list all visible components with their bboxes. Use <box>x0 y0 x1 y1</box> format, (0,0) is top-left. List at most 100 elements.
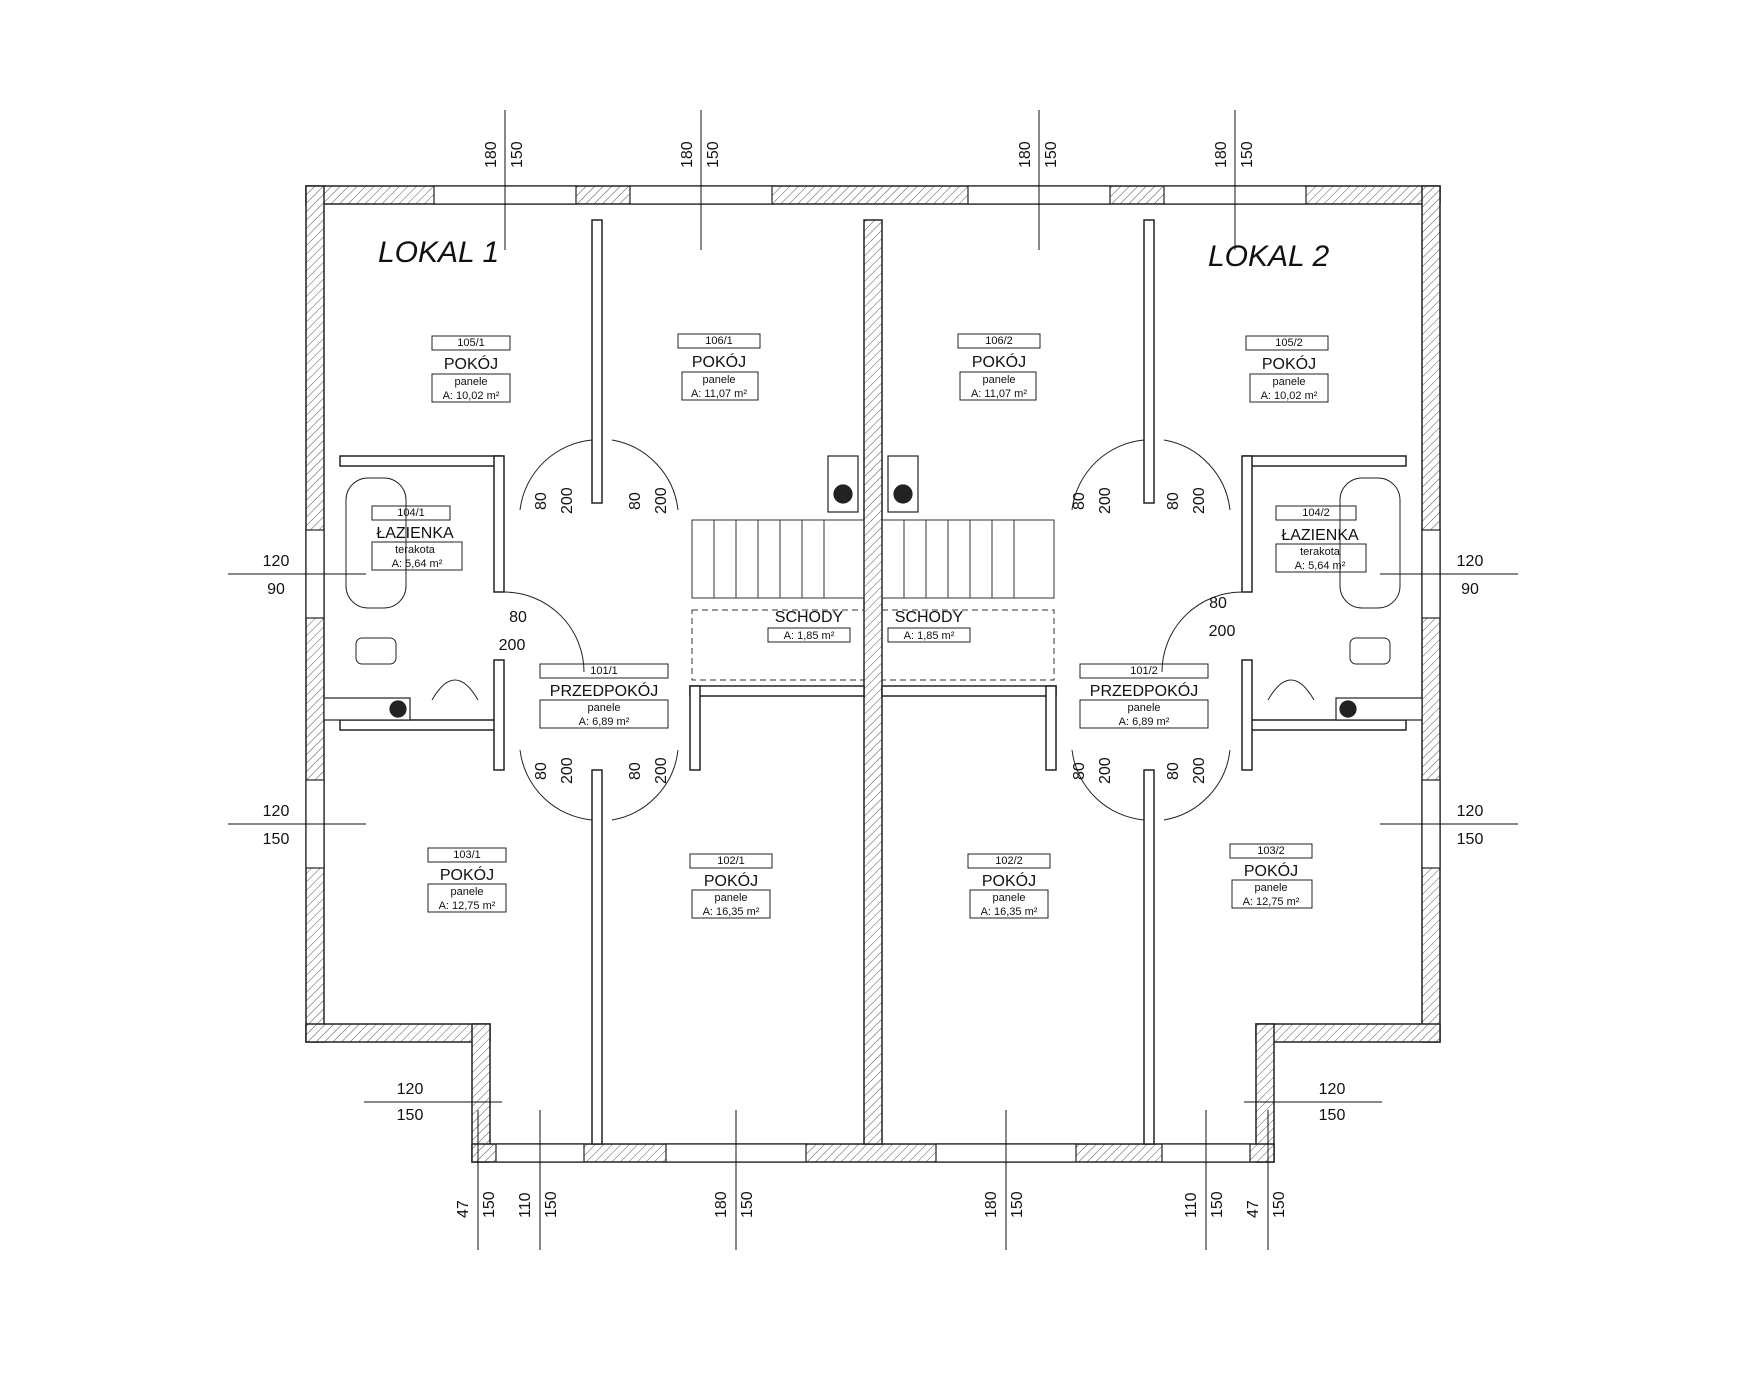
bottom-window-6-width: 47 <box>1245 1200 1262 1218</box>
top-window-dims: 180 150 180 150 180 150 180 150 <box>483 141 1256 168</box>
room-label-boxes <box>371 333 1367 919</box>
side-window-dims: 120 90 120 150 120 90 120 150 <box>263 553 1484 848</box>
room-103-1: 103/1 POKÓJ panele A: 12,75 m² <box>439 849 496 912</box>
bathroom-door-dims: 80 200 80 200 <box>499 595 1236 654</box>
room-name: POKÓJ <box>1262 354 1316 373</box>
room-area: A: 5,64 m² <box>392 558 443 570</box>
room-finish: terakota <box>1300 546 1341 558</box>
room-106-1: 106/1 POKÓJ panele A: 11,07 m² <box>691 335 747 400</box>
bottom-window-1-width: 47 <box>455 1200 472 1218</box>
room-area: A: 5,64 m² <box>1295 560 1346 572</box>
bottom-window-dims: 47 150 110 150 180 150 180 150 110 150 4… <box>455 1191 1288 1218</box>
stairs-area: A: 1,85 m² <box>784 630 835 642</box>
door-dims: 80 200 80 200 80 200 80 200 80 200 80 20… <box>533 487 1208 784</box>
room-finish: panele <box>1272 376 1305 388</box>
room-code: 105/1 <box>457 337 485 349</box>
side-window-2-height: 150 <box>263 831 290 848</box>
room-name: POKÓJ <box>972 352 1026 371</box>
room-area: A: 11,07 m² <box>691 388 747 400</box>
bottom-window-2-width: 110 <box>517 1192 534 1218</box>
room-finish: panele <box>450 886 483 898</box>
room-code: 103/2 <box>1257 845 1285 857</box>
door-10-width: 80 <box>1209 595 1227 612</box>
room-area: A: 12,75 m² <box>1243 896 1300 908</box>
room-area: A: 16,35 m² <box>981 906 1038 918</box>
door-2-height: 200 <box>653 487 670 514</box>
top-window-2-height: 150 <box>705 141 722 168</box>
stairs-2-label: SCHODY A: 1,85 m² <box>895 609 964 642</box>
room-finish: terakota <box>395 544 436 556</box>
bottom-window-3-height: 150 <box>739 1191 756 1218</box>
door-1-height: 200 <box>559 487 576 514</box>
door-4-width: 80 <box>1165 492 1182 510</box>
dimension-lines <box>228 110 1518 1250</box>
lokal-2-title: LOKAL 2 <box>1208 240 1330 273</box>
room-name: POKÓJ <box>982 871 1036 890</box>
bottom-window-6-height: 150 <box>1271 1191 1288 1218</box>
door-3-width: 80 <box>1071 492 1088 510</box>
side-window-4-width: 120 <box>1457 803 1484 820</box>
door-7-width: 80 <box>1071 762 1088 780</box>
bottom-window-2-height: 150 <box>543 1191 560 1218</box>
room-finish: panele <box>587 702 620 714</box>
room-name: POKÓJ <box>692 352 746 371</box>
room-name: PRZEDPOKÓJ <box>1090 681 1198 700</box>
door-4-height: 200 <box>1191 487 1208 514</box>
room-name: ŁAZIENKA <box>1281 527 1359 544</box>
top-window-2-width: 180 <box>679 141 696 168</box>
door-7-height: 200 <box>1097 757 1114 784</box>
side-window-4-height: 150 <box>1457 831 1484 848</box>
room-code: 101/2 <box>1130 665 1158 677</box>
room-finish: panele <box>982 374 1015 386</box>
room-code: 104/1 <box>397 507 425 519</box>
room-102-2: 102/2 POKÓJ panele A: 16,35 m² <box>981 855 1038 918</box>
room-code: 103/1 <box>453 849 481 861</box>
room-name: POKÓJ <box>704 871 758 890</box>
outer-walls <box>305 185 1441 1163</box>
stairs-name: SCHODY <box>775 609 844 626</box>
door-9-width: 80 <box>509 609 527 626</box>
room-finish: panele <box>702 374 735 386</box>
room-area: A: 6,89 m² <box>579 716 630 728</box>
room-area: A: 6,89 m² <box>1119 716 1170 728</box>
room-code: 105/2 <box>1275 337 1303 349</box>
room-area: A: 10,02 m² <box>443 390 500 402</box>
room-101-2: 101/2 PRZEDPOKÓJ panele A: 6,89 m² <box>1090 665 1198 728</box>
room-name: PRZEDPOKÓJ <box>550 681 658 700</box>
room-105-1: 105/1 POKÓJ panele A: 10,02 m² <box>443 337 500 402</box>
bottom-window-5-height: 150 <box>1209 1191 1226 1218</box>
door-5-height: 200 <box>559 757 576 784</box>
room-106-2: 106/2 POKÓJ panele A: 11,07 m² <box>971 335 1027 400</box>
top-window-1-height: 150 <box>509 141 526 168</box>
room-name: POKÓJ <box>1244 861 1298 880</box>
bottom-window-4-height: 150 <box>1009 1191 1026 1218</box>
stairs-name: SCHODY <box>895 609 964 626</box>
room-finish: panele <box>454 376 487 388</box>
door-8-height: 200 <box>1191 757 1208 784</box>
bottom-window-1-height: 150 <box>481 1191 498 1218</box>
room-104-1: 104/1 ŁAZIENKA terakota A: 5,64 m² <box>376 507 454 570</box>
room-code: 102/1 <box>717 855 745 867</box>
side-window-1-height: 90 <box>267 581 285 598</box>
door-3-height: 200 <box>1097 487 1114 514</box>
door-1-width: 80 <box>533 492 550 510</box>
room-code: 101/1 <box>590 665 618 677</box>
room-name: ŁAZIENKA <box>376 525 454 542</box>
top-window-3-width: 180 <box>1017 141 1034 168</box>
door-5-width: 80 <box>533 762 550 780</box>
room-area: A: 10,02 m² <box>1261 390 1318 402</box>
bay-window-1-width: 120 <box>397 1081 424 1098</box>
top-window-4-width: 180 <box>1213 141 1230 168</box>
bay-window-2-width: 120 <box>1319 1081 1346 1098</box>
door-9-height: 200 <box>499 637 526 654</box>
bay-window-1-height: 150 <box>397 1107 424 1124</box>
room-area: A: 12,75 m² <box>439 900 496 912</box>
inner-walls <box>339 219 1407 1145</box>
stairs-1-label: SCHODY A: 1,85 m² <box>775 609 844 642</box>
room-area: A: 11,07 m² <box>971 388 1027 400</box>
room-name: POKÓJ <box>440 865 494 884</box>
side-window-2-width: 120 <box>263 803 290 820</box>
door-swings <box>503 439 1243 821</box>
room-105-2: 105/2 POKÓJ panele A: 10,02 m² <box>1261 337 1318 402</box>
